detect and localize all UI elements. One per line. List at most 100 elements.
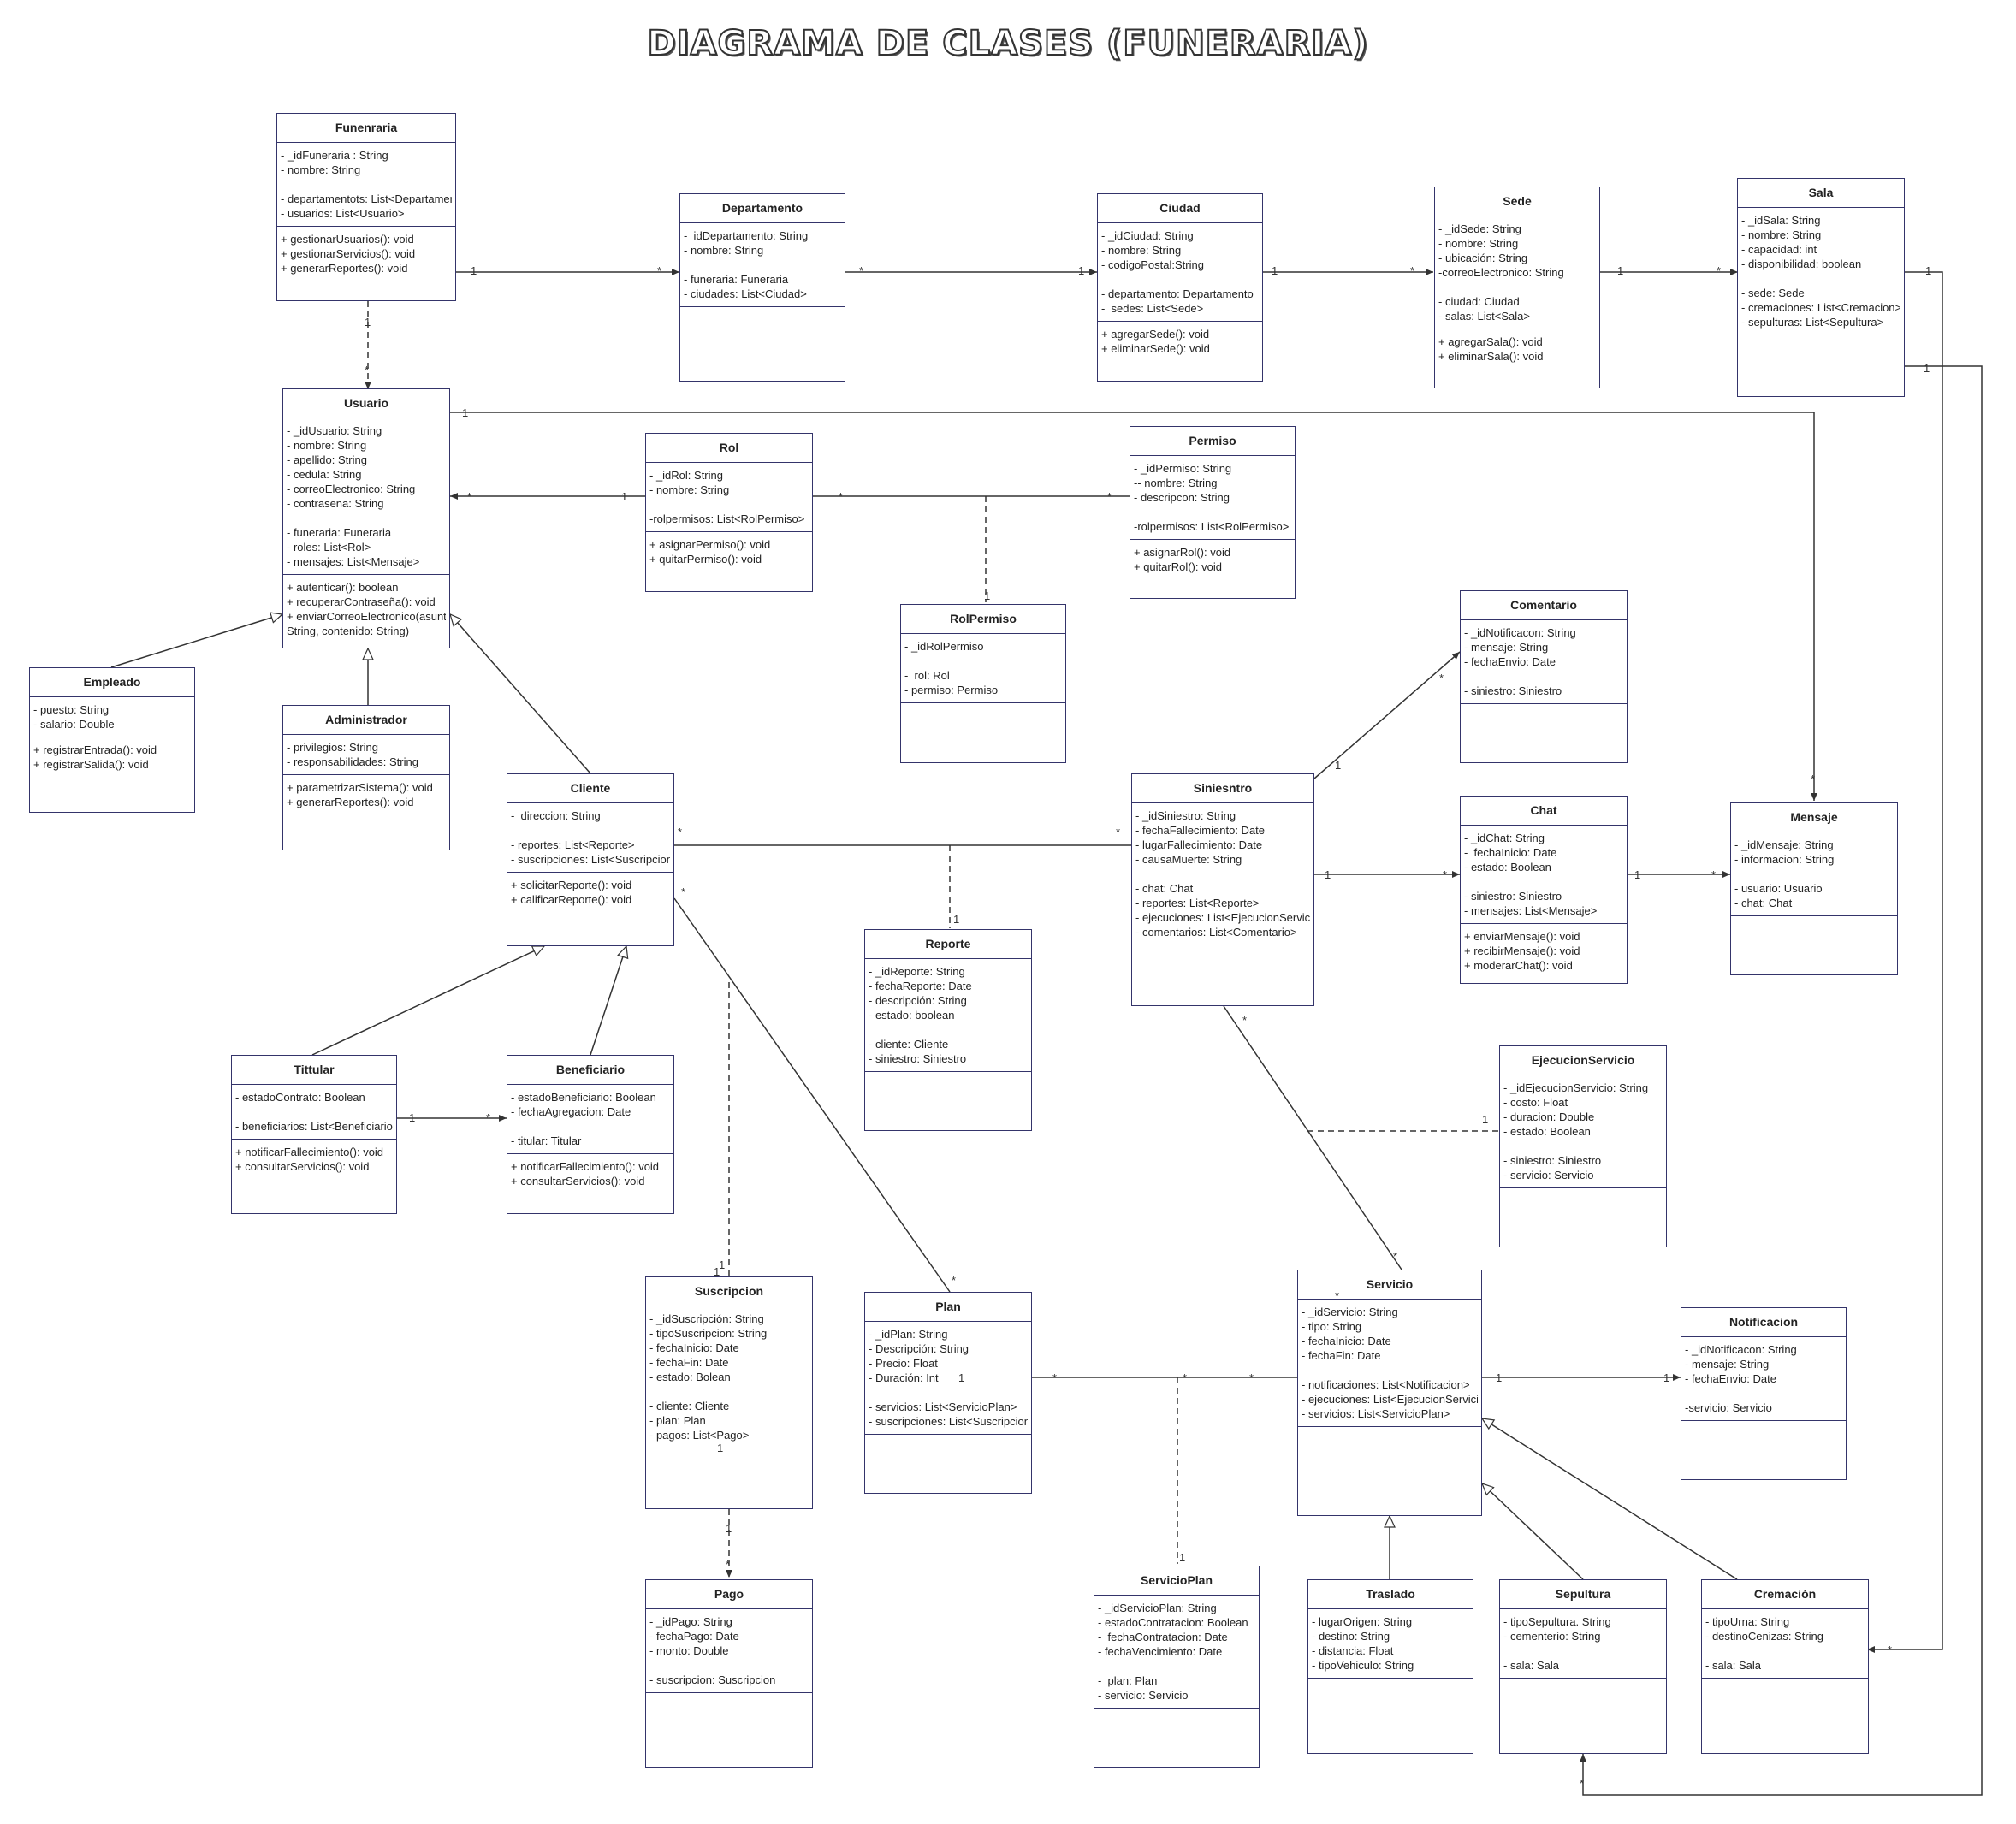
methods-section: + parametrizarSistema(): void+ generarRe…: [283, 775, 449, 850]
class-pago[interactable]: Pago- _idPago: String- fechaPago: Date- …: [645, 1579, 813, 1768]
methods-section: [646, 1693, 812, 1767]
attributes-section: - _idRolPermiso - rol: Rol- permiso: Per…: [901, 634, 1065, 703]
attribute-line: [1438, 280, 1596, 294]
class-comentario[interactable]: Comentario- _idNotificacon: String- mens…: [1460, 590, 1628, 763]
class-funeraria[interactable]: Funenraria- _idFuneraria : String- nombr…: [276, 113, 456, 301]
class-name: Chat: [1461, 797, 1627, 826]
class-servicio[interactable]: Servicio- _idServicio: String- tipo: Str…: [1297, 1270, 1482, 1516]
attributes-section: - _idPermiso: String-- nombre: String- d…: [1130, 456, 1295, 540]
class-notificacion[interactable]: Notificacion- _idNotificacon: String- me…: [1681, 1307, 1847, 1480]
attribute-line: - plan: Plan: [649, 1414, 706, 1427]
methods-section: [680, 307, 845, 381]
class-name: Reporte: [865, 930, 1031, 959]
attribute-line: - ciudad: Ciudad: [1438, 295, 1520, 308]
inherit-cremacion-servicio: [1480, 1418, 1738, 1580]
attribute-line: - fechaInicio: Date: [1464, 846, 1557, 859]
methods-section: [901, 703, 1065, 762]
class-chat[interactable]: Chat- _idChat: String- fechaInicio: Date…: [1460, 796, 1628, 984]
attribute-line: - Descripción: String: [869, 1342, 969, 1355]
method-line: [1135, 950, 1310, 965]
method-line: [1503, 1193, 1663, 1208]
attribute-line: - costo: Float: [1503, 1096, 1568, 1109]
class-plan[interactable]: Plan- _idPlan: String- Descripción: Stri…: [864, 1292, 1032, 1494]
attribute-line: - beneficiarios: List<Beneficiario>: [235, 1120, 393, 1133]
class-departamento[interactable]: Departamento- idDepartamento: String- no…: [679, 193, 845, 382]
class-sepultura[interactable]: Sepultura- tipoSepultura. String- cement…: [1499, 1579, 1667, 1754]
class-usuario[interactable]: Usuario- _idUsuario: String- nombre: Str…: [282, 388, 450, 648]
attribute-line: - cementerio: String: [1503, 1630, 1601, 1643]
class-servicioplan[interactable]: ServicioPlan- _idServicioPlan: String- e…: [1094, 1566, 1260, 1768]
attribute-line: - _idPermiso: String: [1134, 462, 1232, 475]
inherit-titular-cliente: [311, 945, 546, 1056]
method-line: [1705, 1684, 1865, 1698]
attribute-line: [1134, 505, 1291, 519]
class-reporte[interactable]: Reporte- _idReporte: String- fechaReport…: [864, 929, 1032, 1131]
attributes-section: - _idFuneraria : String- nombre: String …: [277, 143, 455, 227]
attribute-line: - monto: Double: [649, 1644, 729, 1657]
mult-label: 1: [1272, 264, 1278, 277]
attribute-line: - tipoUrna: String: [1705, 1615, 1790, 1628]
method-line: + moderarChat(): void: [1464, 959, 1573, 972]
class-traslado[interactable]: Traslado- lugarOrigen: String- destino: …: [1307, 1579, 1473, 1754]
attribute-line: - chat: Chat: [1135, 882, 1194, 895]
method-line: + notificarFallecimiento(): void: [511, 1160, 660, 1173]
class-rol[interactable]: Rol- _idRol: String- nombre: String -rol…: [645, 433, 813, 592]
class-rolpermiso[interactable]: RolPermiso- _idRolPermiso - rol: Rol- pe…: [900, 604, 1066, 763]
class-mensaje[interactable]: Mensaje- _idMensaje: String- informacion…: [1730, 802, 1898, 975]
method-line: + agregarSala(): void: [1438, 335, 1543, 348]
class-siniestro[interactable]: Siniesntro- _idSiniestro: String- fechaF…: [1131, 773, 1314, 1006]
attribute-line: - suscripciones: List<Suscripcion>: [869, 1415, 1028, 1428]
attribute-line: - codigoPostal:String: [1101, 258, 1204, 271]
attribute-line: - sedes: List<Sede>: [1101, 302, 1204, 315]
class-name: Notificacion: [1681, 1308, 1846, 1337]
attributes-section: - _idUsuario: String- nombre: String- ap…: [283, 418, 449, 575]
mult-label: *: [1249, 1371, 1254, 1384]
attribute-line: - estado: Boolean: [1503, 1125, 1591, 1138]
methods-section: + asignarPermiso(): void+ quitarPermiso(…: [646, 532, 812, 591]
class-sede[interactable]: Sede- _idSede: String- nombre: String- u…: [1434, 187, 1600, 388]
attribute-line: - destino: String: [1312, 1630, 1390, 1643]
attributes-section: - _idChat: String- fechaInicio: Date- es…: [1461, 826, 1627, 924]
attributes-section: - privilegios: String- responsabilidades…: [283, 735, 449, 775]
method-line: + solicitarReporte(): void: [511, 879, 632, 891]
attribute-line: - fechaInicio: Date: [1302, 1335, 1391, 1347]
attribute-line: -rolpermisos: List<RolPermiso>: [1134, 520, 1290, 533]
mult-label: 1: [409, 1111, 416, 1124]
class-titular[interactable]: Tittular- estadoContrato: Boolean - bene…: [231, 1055, 397, 1214]
attribute-line: - lugarFallecimiento: Date: [1135, 838, 1263, 851]
attribute-line: - servicios: List<ServicioPlan>: [1302, 1407, 1450, 1420]
mult-label: *: [1439, 672, 1444, 684]
attribute-line: - estado: Boolean: [1464, 861, 1551, 874]
class-cliente[interactable]: Cliente- direccion: String - reportes: L…: [507, 773, 674, 946]
attribute-line: - mensajes: List<Mensaje>: [287, 555, 420, 568]
attribute-line: - sede: Sede: [1741, 287, 1805, 299]
attribute-line: - apellido: String: [287, 453, 367, 466]
method-line: + generarReportes(): void: [287, 796, 414, 808]
attribute-line: - fechaFin: Date: [649, 1356, 729, 1369]
class-empleado[interactable]: Empleado- puesto: String- salario: Doubl…: [29, 667, 195, 813]
mult-label: *: [839, 490, 844, 503]
diagram-title: DIAGRAMA DE CLASES (FUNERARIA): [646, 23, 1369, 64]
mult-label: *: [1711, 868, 1717, 881]
mult-label: *: [1443, 868, 1448, 881]
class-beneficiario[interactable]: Beneficiario- estadoBeneficiario: Boolea…: [507, 1055, 674, 1214]
class-ejecucionservicio[interactable]: EjecucionServicio- _idEjecucionServicio:…: [1499, 1045, 1667, 1247]
class-cremacion[interactable]: Cremación- tipoUrna: String- destinoCeni…: [1701, 1579, 1869, 1754]
attribute-line: [1302, 1363, 1478, 1377]
mult-label: *: [681, 885, 686, 898]
mult-label: 1: [1179, 1551, 1186, 1564]
class-administrador[interactable]: Administrador- privilegios: String- resp…: [282, 705, 450, 850]
attribute-line: - descripción: String: [869, 994, 967, 1007]
class-suscripcion[interactable]: Suscripcion- _idSuscripción: String- tip…: [645, 1276, 813, 1509]
methods-section: [646, 1448, 812, 1508]
class-ciudad[interactable]: Ciudad- _idCiudad: String- nombre: Strin…: [1097, 193, 1263, 382]
attributes-section: - _idRol: String- nombre: String -rolper…: [646, 463, 812, 532]
methods-section: + autenticar(): boolean+ recuperarContra…: [283, 575, 449, 648]
attribute-line: - departamentots: List<Departamento>: [281, 192, 452, 205]
class-sala[interactable]: Sala- _idSala: String- nombre: String- c…: [1737, 178, 1905, 397]
class-permiso[interactable]: Permiso- _idPermiso: String-- nombre: St…: [1130, 426, 1296, 599]
attributes-section: - _idPlan: String- Descripción: String- …: [865, 1322, 1031, 1435]
mult-label: *: [1888, 1643, 1893, 1656]
attribute-line: - reportes: List<Reporte>: [1135, 897, 1260, 909]
attribute-line: - usuarios: List<Usuario>: [281, 207, 405, 220]
